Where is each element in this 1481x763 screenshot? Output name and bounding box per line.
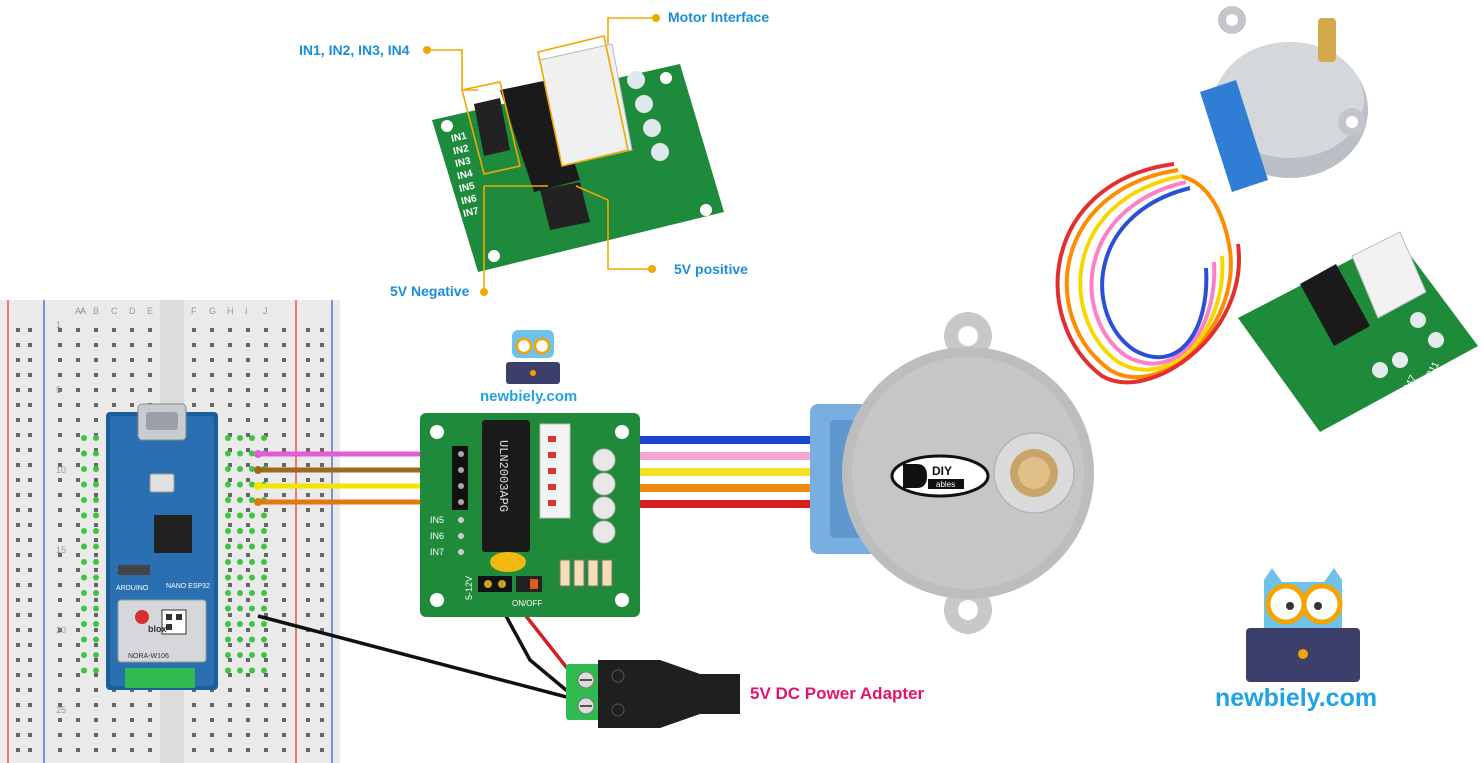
stepper-motor-photo	[1055, 6, 1368, 385]
bb-row-number: 25	[56, 705, 66, 715]
ublox-label: blox	[148, 624, 167, 634]
bb-row-number: 15	[56, 545, 66, 555]
photo-pin-label: IN4	[456, 168, 474, 182]
bb-col-letter: I	[245, 306, 248, 316]
dc-power-jack	[566, 660, 740, 728]
voltage-label: 5-12V	[464, 576, 474, 600]
wire-black-ground	[257, 614, 579, 702]
svg-text:DIY: DIY	[932, 464, 952, 478]
photo-pin-label: IN6	[460, 193, 478, 207]
uln2003-driver-board: IN5 IN6 IN7 ULN2003APG 5-12V ON/OFF	[420, 413, 640, 617]
callout-dots	[423, 14, 660, 296]
svg-text:IN5: IN5	[430, 515, 444, 525]
callout-lines	[427, 17, 656, 292]
svg-text:ables: ables	[936, 480, 955, 489]
uln2003-chip	[482, 420, 530, 552]
bb-col-letter: H	[227, 306, 234, 316]
label-5v-positive: 5V positive	[674, 261, 748, 277]
bb-col-letter: C	[111, 306, 118, 316]
photo-pin-label: IN5	[458, 181, 476, 195]
owl-logo-large	[1246, 568, 1360, 682]
label-motor-interface: Motor Interface	[668, 9, 770, 25]
bb-col-letter: J	[263, 306, 268, 316]
driver-board-photo-small: X113647 SBT0811	[1238, 231, 1478, 432]
switch-label: ON/OFF	[512, 599, 542, 608]
reset-button	[149, 473, 175, 493]
bb-col-letter: A	[75, 306, 81, 316]
bb-col-letter: D	[129, 306, 136, 316]
nano-label: NANO ESP32	[166, 583, 210, 590]
bb-row-number: 20	[56, 625, 66, 635]
photo-pin-label: IN2	[452, 143, 470, 157]
arduino-nano-esp32: blox NORA-W106 ARDUINO NANO ESP32	[81, 403, 267, 690]
bb-col-letter: G	[209, 306, 216, 316]
brand-small: newbiely.com	[480, 388, 578, 405]
photo-pin-label: IN1	[450, 131, 468, 145]
svg-text:IN6: IN6	[430, 531, 444, 541]
chip-label: ULN2003APG	[496, 440, 510, 512]
label-5v-negative: 5V Negative	[390, 283, 470, 299]
label-power-adapter: 5V DC Power Adapter	[750, 684, 925, 703]
photo-pin-label: IN7	[462, 206, 480, 220]
bb-col-letter: B	[93, 306, 99, 316]
svg-text:IN7: IN7	[430, 547, 444, 557]
module-label: NORA-W106	[128, 653, 169, 660]
bb-row-number: 10	[56, 465, 66, 475]
arduino-label: ARDUINO	[116, 585, 149, 592]
owl-logo-small	[506, 330, 560, 384]
bb-col-letter: E	[147, 306, 153, 316]
bb-col-letter: F	[191, 306, 197, 316]
stepper-motor: DIY ables	[810, 312, 1094, 634]
label-in-pins: IN1, IN2, IN3, IN4	[299, 42, 410, 58]
photo-pin-label: IN3	[454, 156, 472, 170]
bb-col-labels-left: A	[80, 306, 86, 316]
bb-row-number: 5	[56, 385, 61, 395]
bb-row-number: 1	[56, 320, 61, 330]
brand-large: newbiely.com	[1215, 684, 1378, 712]
